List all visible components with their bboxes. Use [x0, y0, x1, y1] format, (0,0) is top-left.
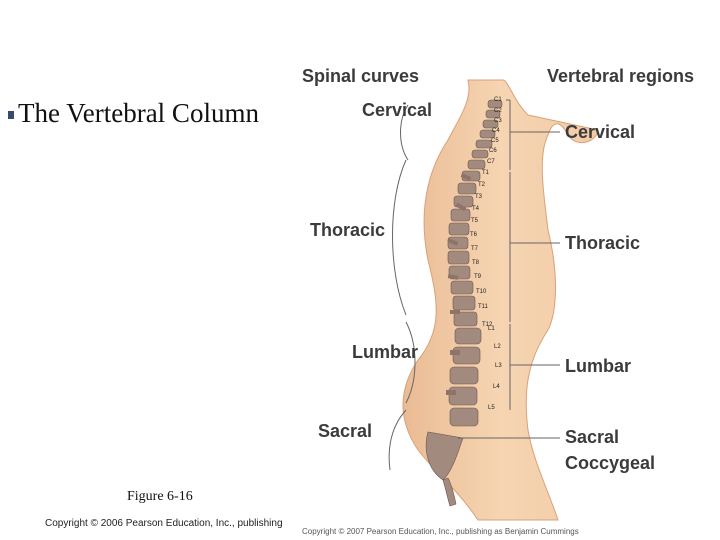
- spine-illustration: [388, 79, 599, 521]
- vertebra-label: C6: [489, 148, 497, 154]
- region-label-sacral: Sacral: [565, 427, 620, 447]
- vertebra-label: T10: [476, 289, 487, 295]
- vertebra-label: T1: [482, 170, 490, 176]
- vertebra-label: L2: [494, 344, 501, 350]
- spine-figure: Spinal curves Vertebral regions Cervical…: [298, 60, 720, 538]
- vertebra-label: T4: [472, 206, 480, 212]
- vertebra-label: L3: [495, 363, 502, 369]
- figure-credit: Copyright © 2007 Pearson Education, Inc.…: [302, 527, 579, 536]
- vertebra-label: T3: [475, 194, 483, 200]
- vertebra-label: L1: [488, 326, 495, 332]
- region-label-thoracic: Thoracic: [565, 233, 641, 253]
- curve-brackets: [388, 104, 416, 471]
- region-label-lumbar: Lumbar: [565, 356, 632, 376]
- vertebra-label: C2: [494, 108, 502, 114]
- vertebra-label: C4: [492, 128, 500, 134]
- spinal-curves-header: Spinal curves: [302, 66, 420, 86]
- vertebra-label: T2: [478, 182, 486, 188]
- vertebra-label: L5: [488, 405, 495, 411]
- vertebra-label: C3: [494, 118, 502, 124]
- vertebral-regions-header: Vertebral regions: [547, 66, 695, 86]
- curve-label-sacral: Sacral: [318, 421, 373, 441]
- region-bracket: [458, 99, 560, 439]
- vertebra-label: C1: [494, 97, 502, 103]
- vertebra-label: C5: [491, 138, 499, 144]
- curve-label-cervical: Cervical: [362, 100, 433, 120]
- vertebra-label: C7: [487, 159, 495, 165]
- slide-copyright: Copyright © 2006 Pearson Education, Inc.…: [45, 518, 283, 529]
- vertebra-label: T5: [471, 218, 479, 224]
- region-label-coccygeal: Coccygeal: [565, 453, 656, 473]
- vertebra-label: L4: [493, 384, 500, 390]
- slide-title: The Vertebral Column: [18, 98, 259, 128]
- vertebra-label: T8: [472, 260, 480, 266]
- vertebra-label: T9: [474, 274, 482, 280]
- curve-label-thoracic: Thoracic: [310, 220, 386, 240]
- vertebra-label: T7: [471, 246, 479, 252]
- figure-caption: Figure 6-16: [127, 489, 193, 504]
- vertebra-label: T11: [478, 304, 488, 310]
- region-label-cervical: Cervical: [565, 122, 636, 142]
- curve-label-lumbar: Lumbar: [352, 342, 419, 362]
- title-bullet-row: The Vertebral Column: [8, 98, 259, 129]
- vertebra-label: T6: [470, 232, 478, 238]
- spinous-processes: [446, 173, 472, 395]
- vertebrae-group: [425, 99, 503, 507]
- vertebra-label: T12: [482, 322, 493, 328]
- square-bullet-icon: [8, 110, 14, 119]
